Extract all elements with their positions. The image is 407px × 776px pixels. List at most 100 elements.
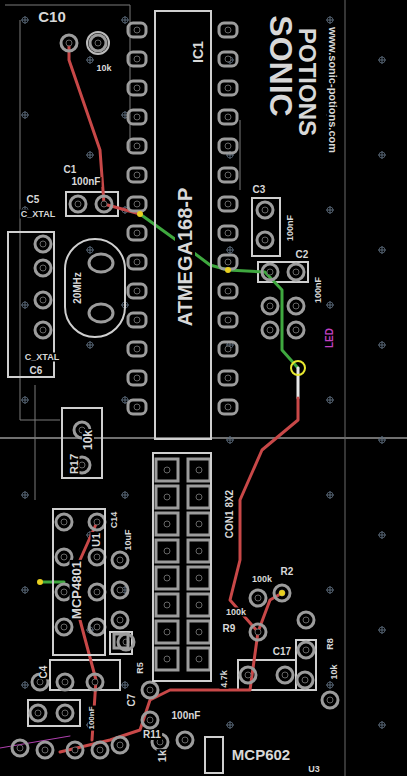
drill-hole — [225, 288, 231, 294]
drill-hole — [282, 672, 288, 678]
via — [225, 267, 231, 273]
ic-pad — [128, 255, 146, 269]
board-logo-text: POTIONS — [295, 27, 319, 137]
ic-pad — [219, 284, 237, 298]
drill-hole — [164, 629, 170, 635]
ic-pad — [128, 139, 146, 153]
reference-designator: U1 — [91, 532, 102, 548]
board-logo-text: SONIC — [265, 14, 297, 117]
header-pad — [156, 621, 178, 643]
drill-hole — [94, 519, 100, 525]
part-value: ATMEGA168-P — [175, 187, 195, 328]
drill-hole — [40, 327, 46, 333]
grid-marker-ring — [22, 17, 28, 23]
drill-hole — [66, 40, 72, 46]
through-hole-pad — [262, 322, 278, 338]
silkscreen-label: 10uF — [124, 528, 133, 551]
drill-hole — [94, 624, 100, 630]
silkscreen-label: C1 — [63, 165, 78, 175]
drill-hole — [225, 201, 231, 207]
drill-hole — [134, 230, 140, 236]
ic-pad — [128, 400, 146, 414]
grid-marker-ring — [122, 682, 128, 688]
grid-marker-ring — [327, 397, 333, 403]
through-hole-pad — [35, 260, 51, 276]
drill-hole — [196, 548, 202, 554]
silkscreen-label: R11 — [142, 730, 162, 740]
silkscreen-label: 10k — [95, 64, 112, 73]
grid-marker — [378, 151, 386, 159]
drill-hole — [134, 317, 140, 323]
drill-hole — [94, 554, 100, 560]
ic-pad — [219, 23, 237, 37]
grid-marker-ring — [87, 152, 93, 158]
grid-marker-ring — [122, 397, 128, 403]
drill-hole — [134, 143, 140, 149]
drill-hole — [101, 201, 107, 207]
board-line — [35, 385, 36, 500]
grid-marker — [326, 396, 334, 404]
drill-hole — [196, 602, 202, 608]
silkscreen-label: R8 — [326, 637, 335, 651]
through-hole-pad — [89, 514, 105, 530]
drill-hole — [267, 269, 273, 275]
grid-marker-ring — [22, 302, 28, 308]
drill-hole — [134, 172, 140, 178]
grid-marker — [378, 246, 386, 254]
header-pad — [188, 567, 210, 589]
drill-hole — [40, 265, 46, 271]
header-pad — [188, 621, 210, 643]
copper-trace — [230, 398, 298, 632]
header-pad — [156, 540, 178, 562]
silkscreen-label: R2 — [280, 567, 295, 577]
through-hole-pad — [257, 202, 273, 218]
grid-marker — [121, 491, 129, 499]
silkscreen-label: C_XTAL — [20, 210, 56, 219]
silkscreen-label: C6 — [29, 366, 44, 376]
silkscreen-outline — [252, 198, 280, 256]
through-hole-pad — [250, 590, 266, 606]
reference-designator: IC1 — [191, 40, 205, 64]
grid-marker-ring — [227, 722, 233, 728]
mounting-hole — [87, 32, 109, 54]
ic-pad — [219, 168, 237, 182]
silkscreen-label: 100nF — [71, 177, 102, 187]
grid-marker-ring — [122, 17, 128, 23]
drill-hole — [225, 114, 231, 120]
grid-marker-ring — [379, 57, 385, 63]
grid-marker-ring — [87, 57, 93, 63]
silkscreen-label: C5 — [26, 195, 41, 205]
grid-marker — [226, 721, 234, 729]
through-hole-pad — [56, 619, 72, 635]
drill-hole — [225, 85, 231, 91]
through-hole-pad — [298, 612, 314, 628]
through-hole-pad — [96, 196, 112, 212]
drill-hole — [35, 710, 41, 716]
header-pad — [156, 513, 178, 535]
drill-hole — [17, 745, 23, 751]
through-hole-pad — [262, 298, 278, 314]
grid-marker-ring — [379, 437, 385, 443]
header-pad — [156, 567, 178, 589]
drill-hole — [225, 27, 231, 33]
header-pad — [188, 648, 210, 670]
through-hole-pad — [61, 35, 77, 51]
through-hole-pad — [257, 232, 273, 248]
drill-hole — [303, 617, 309, 623]
copper-trace — [60, 632, 258, 752]
grid-marker-ring — [227, 437, 233, 443]
drill-hole — [262, 237, 268, 243]
drill-hole — [293, 303, 299, 309]
grid-marker — [378, 436, 386, 444]
silkscreen-label: R5 — [136, 661, 145, 675]
drill-hole — [164, 467, 170, 473]
drill-hole — [134, 259, 140, 265]
grid-marker — [378, 531, 386, 539]
drill-hole — [196, 521, 202, 527]
grid-marker — [378, 56, 386, 64]
drill-hole — [225, 317, 231, 323]
through-hole-pad — [89, 584, 105, 600]
drill-hole — [94, 589, 100, 595]
crystal-pad — [89, 304, 113, 322]
silkscreen-label: 10k — [330, 663, 339, 680]
